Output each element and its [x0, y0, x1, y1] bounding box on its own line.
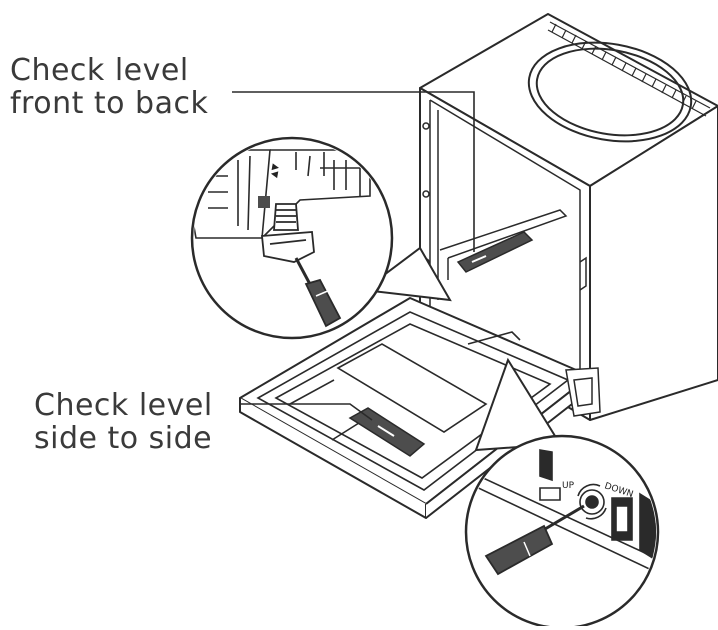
top-circle — [527, 41, 693, 143]
spirit-level-icon — [456, 231, 534, 273]
detail-leveling-leg: ▲▼ — [190, 136, 452, 340]
callout-side-line1: Check level — [34, 388, 213, 423]
leader-lines — [232, 91, 475, 421]
callout-side-line2: side to side — [34, 421, 213, 456]
svg-text:▲▼: ▲▼ — [269, 163, 281, 178]
spirit-level-icon — [348, 407, 426, 457]
door-hinge — [565, 367, 601, 417]
adjustment-screw-icon — [577, 483, 607, 520]
callout-front-line2: front to back — [10, 86, 209, 121]
adjuster-up-label: UP — [562, 481, 575, 491]
screwdriver-icon — [484, 504, 585, 576]
screwdriver-icon — [294, 257, 342, 328]
callout-front-to-back: Check level front to back — [10, 54, 208, 120]
detail-rear-adjuster: UP DOWN — [464, 357, 660, 630]
callout-front-line1: Check level — [10, 53, 189, 88]
leveling-leg-icon — [261, 203, 315, 263]
callout-side-to-side: Check level side to side — [34, 389, 213, 455]
